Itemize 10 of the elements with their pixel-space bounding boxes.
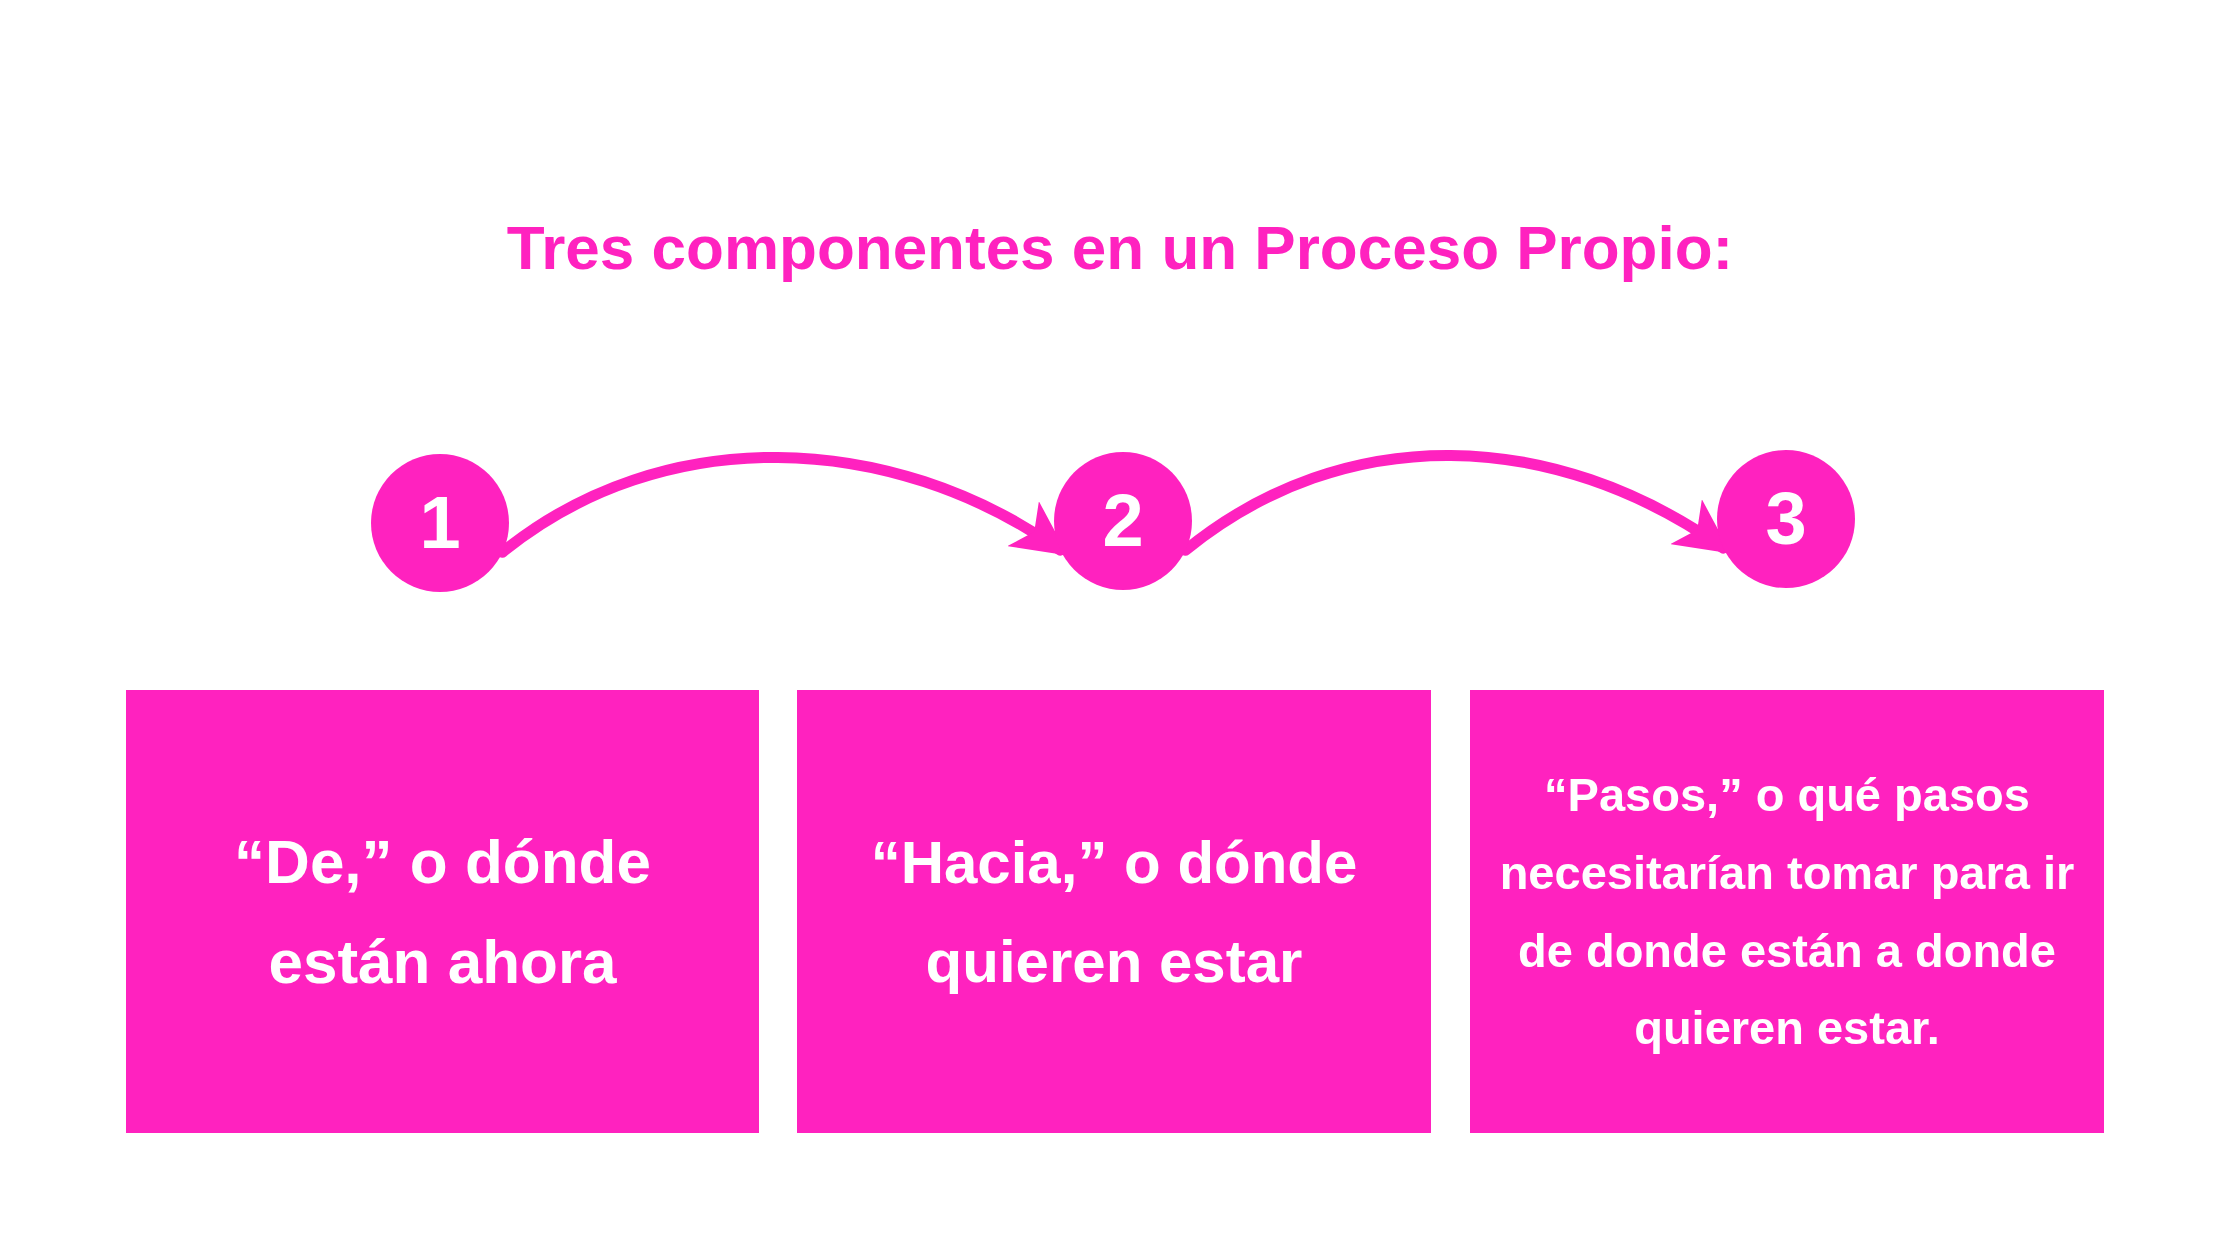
step-box [1470, 690, 2104, 1133]
step-number: 1 [419, 486, 461, 560]
step-text: “De,” o dónde están ahora [233, 826, 652, 998]
step-text: “Pasos,” o qué pasos necesitarían tomar para ir de donde están a donde quieren estar. [1498, 767, 2076, 1057]
title: Tres componentes en un Proceso Propio: [506, 212, 1734, 283]
step-box [126, 690, 759, 1133]
step-text: “Hacia,” o dónde quieren estar [869, 827, 1359, 997]
step-number: 3 [1765, 482, 1807, 556]
step-number: 2 [1102, 484, 1144, 558]
step-box [797, 690, 1431, 1133]
